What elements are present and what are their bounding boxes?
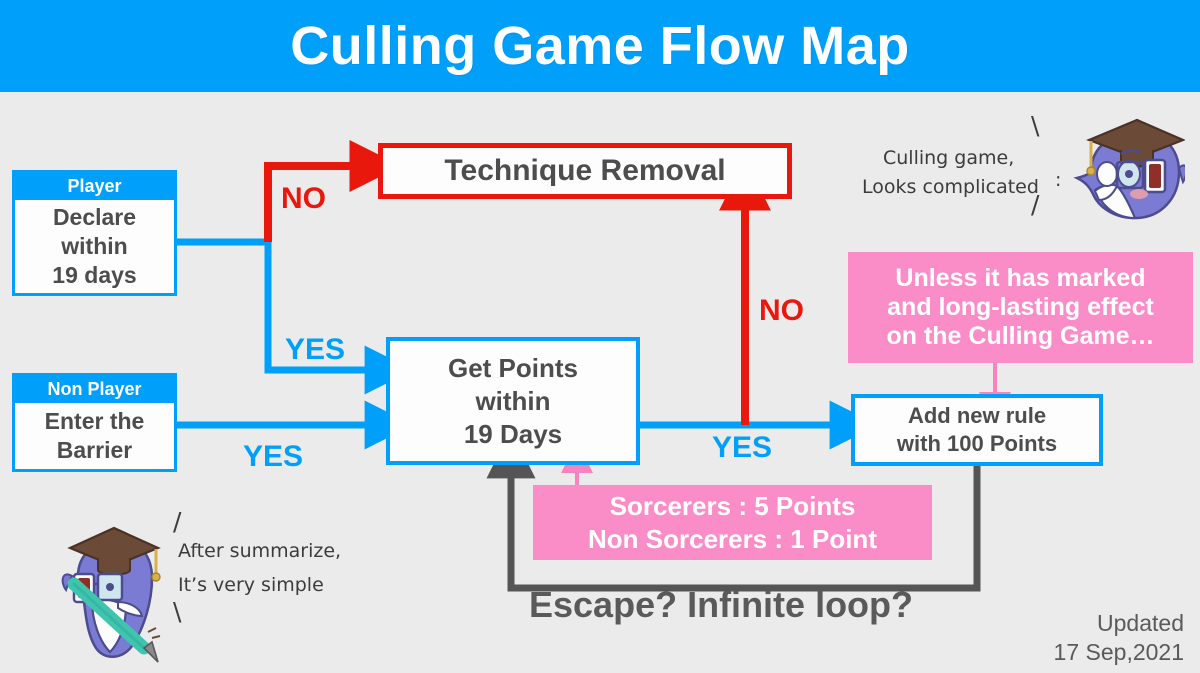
callout-points-text: Sorcerers : 5 Points Non Sorcerers : 1 P… (588, 490, 877, 554)
node-player[interactable]: Player Declare within 19 days (12, 170, 177, 296)
callout-unless-text: Unless it has marked and long-lasting ef… (886, 264, 1155, 350)
node-non-player[interactable]: Non Player Enter the Barrier (12, 373, 177, 472)
edge-label-no-right: NO (759, 294, 804, 327)
note-bottom-left-line2: It’s very simple (178, 574, 324, 596)
note-top-right-line2: Looks complicated (862, 176, 1039, 198)
caption-escape-infinite-loop: Escape? Infinite loop? (529, 584, 914, 625)
callout-unless-marked-effect: Unless it has marked and long-lasting ef… (848, 252, 1193, 363)
note-slash-upper-left-icon: / (173, 507, 182, 536)
node-non-player-header: Non Player (47, 379, 142, 399)
node-non-player-body: Enter the Barrier (15, 403, 174, 469)
dolphin-scholar-icon (1073, 118, 1185, 220)
node-add-new-rule[interactable]: Add new rule with 100 Points (851, 394, 1103, 466)
node-technique-removal-label: Technique Removal (444, 154, 726, 187)
node-get-points[interactable]: Get Points within 19 Days (386, 337, 640, 465)
page-title: Culling Game Flow Map (290, 16, 910, 76)
note-top-right-colon: : (1055, 169, 1062, 191)
page-title-banner: Culling Game Flow Map (0, 0, 1200, 92)
dolphin-writer-icon (61, 526, 161, 663)
edge-label-yes-non-player: YES (243, 440, 304, 473)
edge-label-yes-points: YES (712, 431, 773, 464)
node-add-new-rule-label: Add new rule with 100 Points (896, 403, 1058, 456)
edge-label-yes-player: YES (285, 333, 346, 366)
node-technique-removal[interactable]: Technique Removal (378, 143, 792, 199)
note-slash-lower-right-icon: / (1031, 190, 1040, 219)
updated-timestamp: Updated 17 Sep,2021 (1053, 610, 1184, 665)
callout-points-table: Sorcerers : 5 Points Non Sorcerers : 1 P… (533, 485, 932, 560)
note-bottom-left-line1: After summarize, (178, 540, 342, 562)
note-slash-lower-left-icon: \ (173, 597, 182, 626)
node-player-header: Player (67, 176, 122, 196)
edge-label-no-top: NO (281, 182, 326, 215)
node-get-points-label: Get Points within 19 Days (447, 352, 578, 449)
note-slash-upper-right-icon: \ (1031, 111, 1040, 140)
node-player-body: Declare within 19 days (15, 200, 174, 293)
note-top-right-line1: Culling game, (883, 147, 1015, 169)
